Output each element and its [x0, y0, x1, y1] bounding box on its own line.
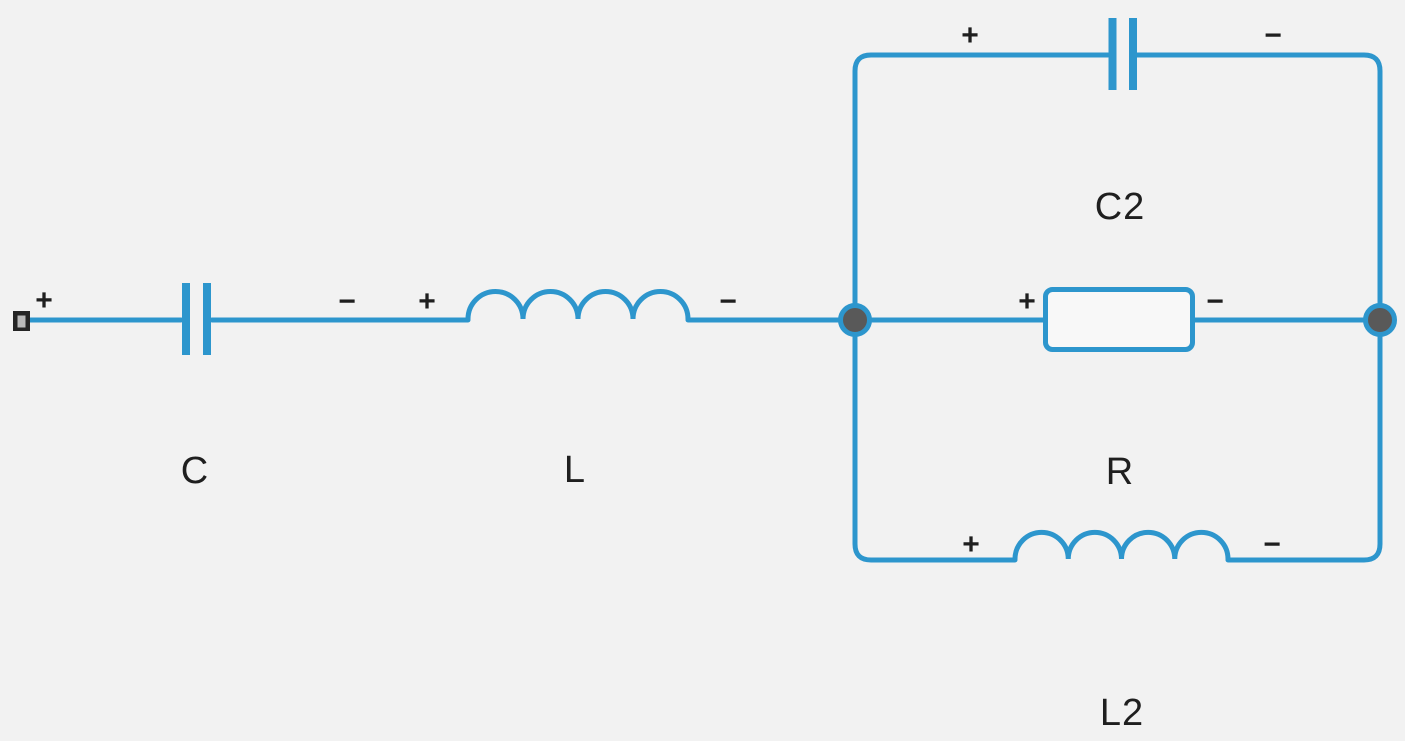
minus-sign-l: − — [719, 285, 737, 318]
wire-bottom-branch-right[interactable] — [1225, 317, 1383, 563]
wire-bottom-branch-left[interactable] — [852, 317, 1018, 563]
wire-top-branch-left[interactable] — [852, 52, 1111, 323]
terminal-pad — [17, 315, 26, 328]
junction-node-left[interactable] — [838, 303, 872, 337]
junction-node-right[interactable] — [1363, 303, 1397, 337]
minus-sign-c: − — [338, 285, 356, 318]
parallel-inductor-l2[interactable] — [1012, 529, 1231, 562]
label-c2: C2 — [1094, 186, 1146, 228]
label-l2: L2 — [1099, 692, 1145, 734]
minus-sign-c2: − — [1264, 19, 1282, 52]
minus-sign-l2: − — [1263, 528, 1281, 561]
plus-sign-c2: + — [961, 19, 979, 52]
series-inductor-l[interactable] — [465, 289, 691, 322]
plus-sign-l2: + — [962, 528, 980, 561]
resistor-r-body[interactable] — [1043, 287, 1195, 352]
parallel-capacitor-c2[interactable] — [1108, 18, 1137, 90]
plus-sign-c: + — [35, 284, 53, 317]
input-terminal[interactable] — [13, 311, 30, 331]
label-l: L — [563, 449, 587, 491]
wire-top-branch-right[interactable] — [1134, 52, 1383, 323]
series-capacitor-c[interactable] — [182, 283, 211, 355]
label-r: R — [1105, 451, 1135, 493]
plus-sign-r: + — [1018, 285, 1036, 318]
wire-group — [26, 18, 1397, 563]
label-c: C — [180, 450, 210, 492]
plus-sign-l: + — [418, 285, 436, 318]
minus-sign-r: − — [1206, 285, 1224, 318]
